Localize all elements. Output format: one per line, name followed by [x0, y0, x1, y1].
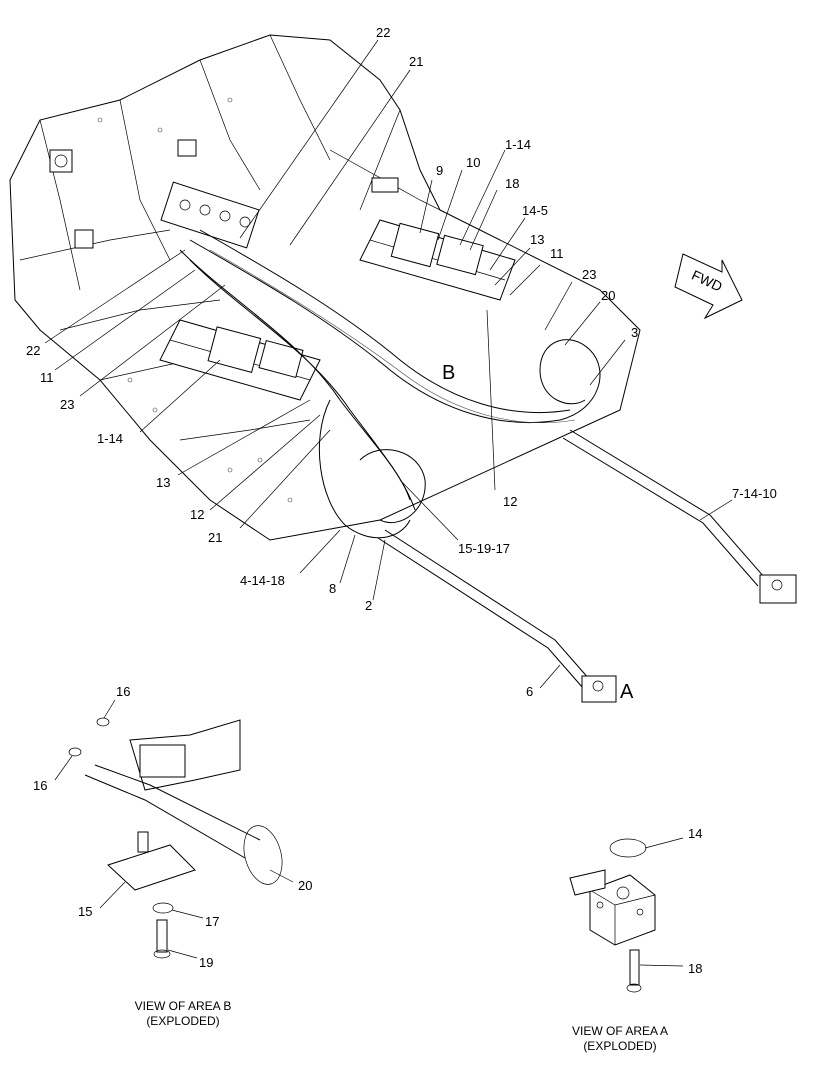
callout-3: 3: [631, 325, 638, 340]
hose-bundle-upper: [189, 229, 601, 423]
callout-23-left: 23: [60, 397, 74, 412]
callout-22-top: 22: [376, 25, 390, 40]
callout-13-left: 13: [156, 475, 170, 490]
tube-6: [377, 529, 617, 703]
view-a-caption-line1: VIEW OF AREA A: [572, 1024, 668, 1038]
view-b-caption-line2: (EXPLODED): [146, 1014, 219, 1028]
fwd-arrow: FWD: [674, 253, 743, 320]
callout-8: 8: [329, 581, 336, 596]
callout-18-a: 18: [688, 961, 702, 976]
machine-frame: [9, 34, 641, 541]
callout-13-right: 13: [530, 232, 544, 247]
callout-10: 10: [466, 155, 480, 170]
view-area-b: [68, 717, 283, 959]
callout-23-right: 23: [582, 267, 596, 282]
callout-22-left: 22: [26, 343, 40, 358]
callout-21-top: 21: [409, 54, 423, 69]
view-b-caption-line1: VIEW OF AREA B: [135, 999, 232, 1013]
callout-11-left: 11: [40, 370, 54, 385]
right-cylinder: [359, 219, 516, 301]
callout-18-top: 18: [505, 176, 519, 191]
leader-lines: [44, 39, 733, 967]
callout-1-14-top: 1-14: [505, 137, 531, 152]
tube-7: [562, 429, 797, 604]
callout-12-left: 12: [190, 507, 204, 522]
callout-14-a: 14: [688, 826, 702, 841]
view-area-a: [569, 838, 656, 993]
left-cylinder: [159, 319, 321, 401]
callout-15-b: 15: [78, 904, 92, 919]
callout-16-b: 16: [33, 778, 47, 793]
callout-6: 6: [526, 684, 533, 699]
view-a-caption-line2: (EXPLODED): [583, 1039, 656, 1053]
callout-20-right: 20: [601, 288, 615, 303]
callout-19-b: 19: [199, 955, 213, 970]
callout-15-19-17: 15-19-17: [458, 541, 510, 556]
callout-7-14-10: 7-14-10: [732, 486, 777, 501]
hose-bundle-lower: [179, 249, 426, 539]
callout-17-b: 17: [205, 914, 219, 929]
callout-2: 2: [365, 598, 372, 613]
callout-20-b: 20: [298, 878, 312, 893]
callout-labels: 22 21 1-14 9 10 18 14-5 13 11 23 20 3 22…: [26, 25, 777, 976]
callout-4-14-18: 4-14-18: [240, 573, 285, 588]
valve-block: [160, 181, 260, 249]
callout-9: 9: [436, 163, 443, 178]
callout-12-mid: 12: [503, 494, 517, 509]
callout-11-right: 11: [550, 246, 564, 261]
callout-21-left: 21: [208, 530, 222, 545]
callout-14-5: 14-5: [522, 203, 548, 218]
callout-16-a: 16: [116, 684, 130, 699]
callout-1-14-left: 1-14: [97, 431, 123, 446]
area-letter-b: B: [442, 362, 455, 384]
area-letter-a: A: [620, 681, 634, 703]
